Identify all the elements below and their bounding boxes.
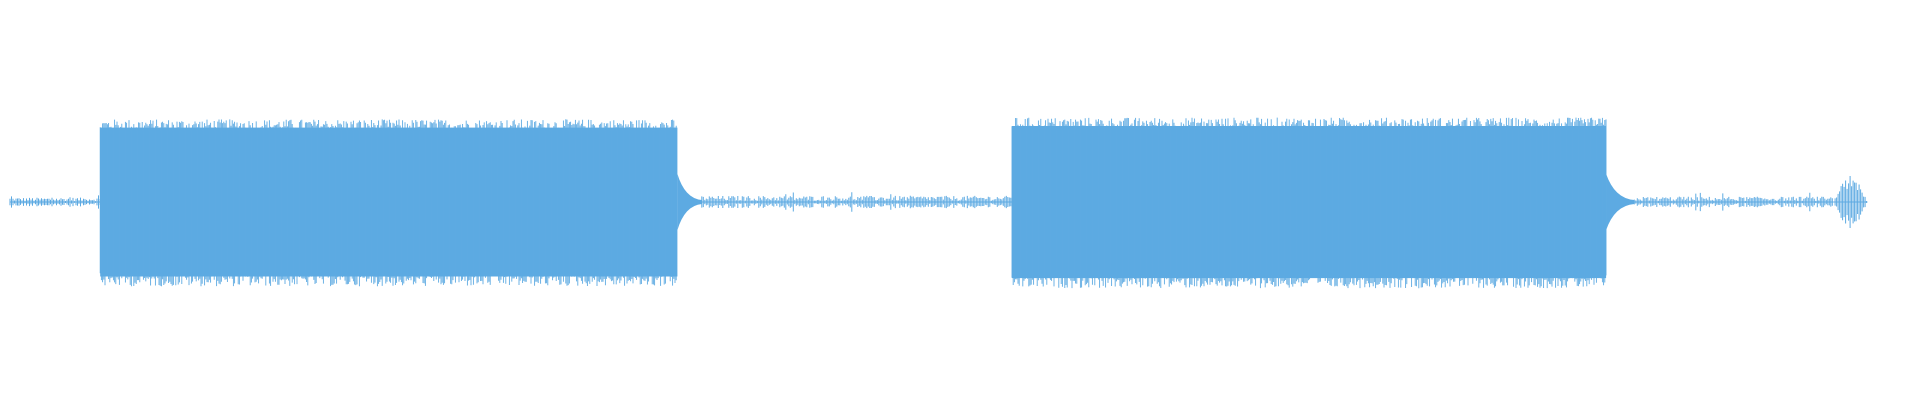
waveform-blip-line — [1833, 176, 1868, 228]
waveform-segment-burst — [1011, 117, 1607, 289]
waveform-segment-burst — [99, 119, 678, 287]
waveform-tail — [1606, 173, 1635, 231]
waveform-noise-line — [701, 192, 1012, 212]
waveform-segment-tail — [1606, 173, 1635, 231]
waveform-burst-edge — [1011, 117, 1607, 289]
waveform-segment-noise — [701, 192, 1012, 212]
waveform-segment-noise — [9, 195, 101, 209]
waveform-segment-blip — [1833, 176, 1868, 228]
waveform-segment-tail — [677, 173, 702, 231]
waveform-noise-line — [1633, 192, 1834, 212]
waveform-noise-line — [9, 195, 101, 209]
waveform-tail — [677, 173, 702, 231]
waveform-burst-body — [1012, 126, 1607, 279]
waveform-burst-edge — [99, 119, 677, 287]
waveform-group — [9, 117, 1868, 289]
waveform-segment-noise — [1633, 192, 1834, 212]
